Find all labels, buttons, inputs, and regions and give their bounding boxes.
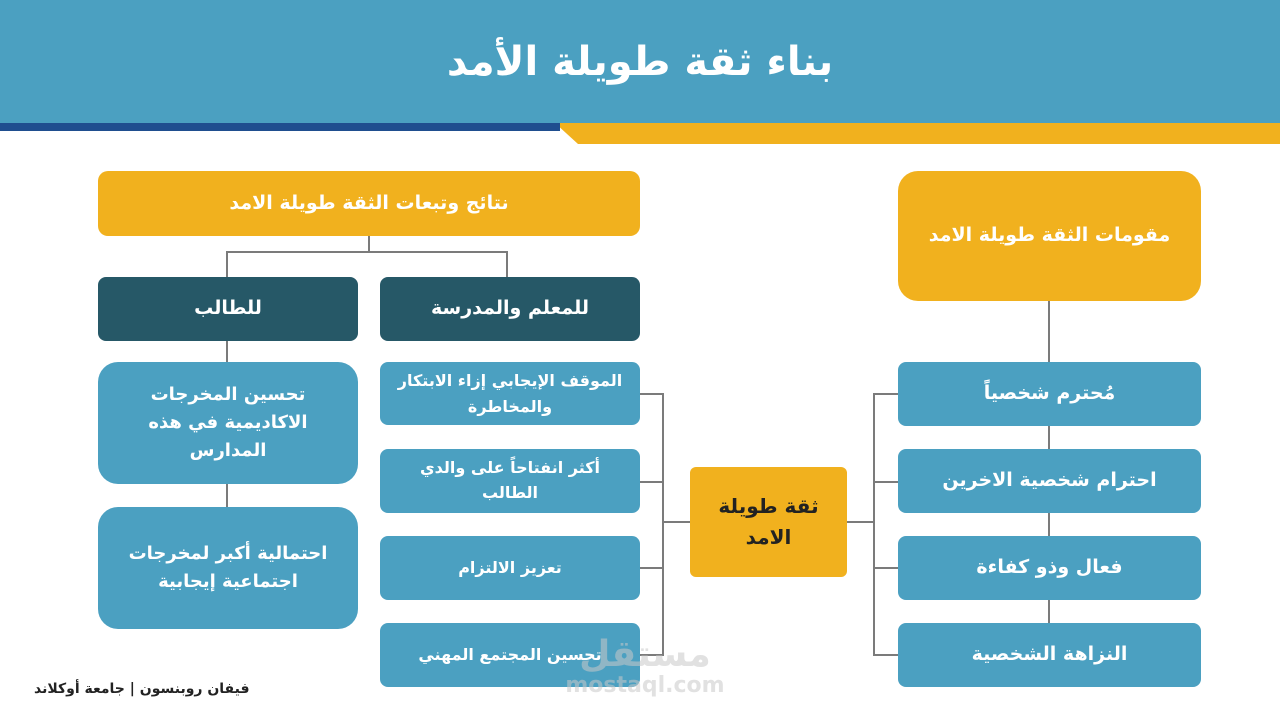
header-bar	[0, 0, 1280, 123]
connector-line	[873, 393, 875, 656]
student-item: احتمالية أكبر لمخرجات اجتماعية إيجابية	[98, 507, 358, 629]
connector-line	[873, 567, 898, 569]
connector-line	[226, 251, 508, 253]
connector-line	[640, 393, 663, 395]
connector-line	[662, 393, 664, 656]
connector-line	[640, 481, 663, 483]
page-title: بناء ثقة طويلة الأمد	[446, 38, 834, 85]
components-header: مقومات الثقة طويلة الامد	[898, 171, 1201, 301]
connector-line	[226, 484, 228, 507]
teacher-item: أكثر انفتاحاً على والدي الطالب	[380, 449, 640, 513]
connector-line	[640, 654, 663, 656]
connector-line	[662, 521, 690, 523]
connector-line	[873, 654, 898, 656]
connector-line	[226, 251, 228, 277]
center-node-label: ثقة طويلة الامد	[718, 494, 819, 549]
connector-line	[847, 521, 875, 523]
watermark-latin: mostaql.com	[565, 673, 725, 698]
connector-line	[226, 341, 228, 362]
component-item: النزاهة الشخصية	[898, 623, 1201, 687]
watermark-arabic: مستقل	[579, 634, 711, 675]
center-node: ثقة طويلة الامد	[690, 467, 847, 577]
header-stripe-yellow	[555, 123, 1280, 144]
connector-line	[873, 393, 898, 395]
teacher-school-header: للمعلم والمدرسة	[380, 277, 640, 341]
footer-credit: فيفان روبنسون | جامعة أوكلاند	[34, 681, 250, 697]
connector-line	[640, 567, 663, 569]
outcomes-header: نتائج وتبعات الثقة طويلة الامد	[98, 171, 640, 236]
connector-line	[873, 481, 898, 483]
component-item: مُحترم شخصياً	[898, 362, 1201, 426]
teacher-item: الموقف الإيجابي إزاء الابتكار والمخاطرة	[380, 362, 640, 425]
component-item: احترام شخصية الاخرين	[898, 449, 1201, 513]
watermark: مستقل mostaql.com	[560, 636, 730, 698]
component-item: فعال وذو كفاءة	[898, 536, 1201, 600]
student-item: تحسين المخرجات الاكاديمية في هذه المدارس	[98, 362, 358, 484]
header-stripe-blue	[0, 123, 560, 131]
teacher-item: تحسين المجتمع المهني	[380, 623, 640, 687]
teacher-item: تعزيز الالتزام	[380, 536, 640, 600]
connector-line	[506, 251, 508, 277]
student-header: للطالب	[98, 277, 358, 341]
connector-line	[368, 236, 370, 252]
